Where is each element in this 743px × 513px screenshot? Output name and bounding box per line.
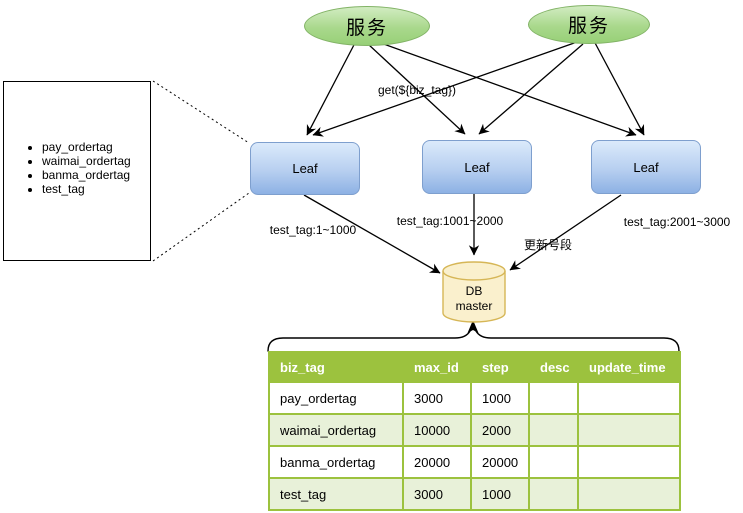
biz-tag-list: pay_ordertag waimai_ordertag banma_order… [4, 140, 150, 196]
cell-max-id: 3000 [402, 381, 472, 415]
edge-label-range3: test_tag:2001~3000 [623, 215, 731, 229]
service-1-label: 服务 [345, 17, 388, 39]
col-header-step: step [470, 351, 530, 383]
cell-step: 1000 [470, 381, 530, 415]
leaf-2-label: Leaf [464, 159, 490, 175]
service-node-2[interactable]: 服务 [528, 5, 650, 44]
cell-step: 1000 [470, 477, 530, 511]
table-row: banma_ordertag 20000 20000 [268, 445, 681, 479]
service-leaf-arrows [306, 40, 645, 137]
table-row: waimai_ordertag 10000 2000 [268, 413, 681, 447]
db-label-line2: master [455, 299, 493, 313]
cell-desc [528, 413, 579, 447]
list-item: waimai_ordertag [42, 154, 150, 168]
col-header-biz-tag: biz_tag [268, 351, 404, 383]
db-label-line1: DB [465, 284, 483, 298]
table-header-row: biz_tag max_id step desc update_time [268, 351, 681, 383]
edge-label-update: 更新号段 [523, 238, 573, 252]
cell-update-time [577, 413, 681, 447]
service-2-label: 服务 [567, 16, 610, 37]
leaf-3-label: Leaf [633, 159, 659, 175]
leaf-1-label: Leaf [292, 161, 318, 176]
cell-desc [528, 381, 579, 415]
biz-table: biz_tag max_id step desc update_time pay… [268, 351, 681, 511]
service-node-1[interactable]: 服务 [304, 6, 430, 46]
edge-label-range2: test_tag:1001~2000 [396, 214, 504, 228]
cell-update-time [577, 445, 681, 479]
cell-max-id: 3000 [402, 477, 472, 511]
cell-biz-tag: waimai_ordertag [268, 413, 404, 447]
callout-dotted-lines [152, 80, 250, 262]
col-header-max-id: max_id [402, 351, 472, 383]
callout-box[interactable]: pay_ordertag waimai_ordertag banma_order… [3, 81, 151, 261]
table-row: pay_ordertag 3000 1000 [268, 381, 681, 415]
col-header-update-time: update_time [577, 351, 681, 383]
col-header-desc: desc [528, 351, 579, 383]
cell-desc [528, 477, 579, 511]
edge-label-get: get(${biz_tag}) [377, 83, 457, 97]
leaf-db-arrows [303, 193, 622, 274]
cell-step: 2000 [470, 413, 530, 447]
cell-desc [528, 445, 579, 479]
cell-biz-tag: test_tag [268, 477, 404, 511]
list-item: pay_ordertag [42, 140, 150, 154]
leaf-node-3[interactable]: Leaf [591, 140, 701, 194]
cell-step: 20000 [470, 445, 530, 479]
list-item: test_tag [42, 182, 150, 196]
leaf-node-1[interactable]: Leaf [250, 142, 360, 195]
cell-biz-tag: banma_ordertag [268, 445, 404, 479]
table-db-bracket [267, 330, 680, 352]
cell-biz-tag: pay_ordertag [268, 381, 404, 415]
cell-max-id: 20000 [402, 445, 472, 479]
table-row: test_tag 3000 1000 [268, 477, 681, 511]
leaf-node-2[interactable]: Leaf [422, 140, 532, 194]
db-cylinder-shape [442, 261, 506, 323]
db-node-label[interactable]: DB master [443, 284, 505, 314]
list-item: banma_ordertag [42, 168, 150, 182]
cell-update-time [577, 381, 681, 415]
bracket-arrowhead [467, 320, 479, 333]
cell-update-time [577, 477, 681, 511]
edge-label-range1: test_tag:1~1000 [269, 223, 357, 237]
cell-max-id: 10000 [402, 413, 472, 447]
